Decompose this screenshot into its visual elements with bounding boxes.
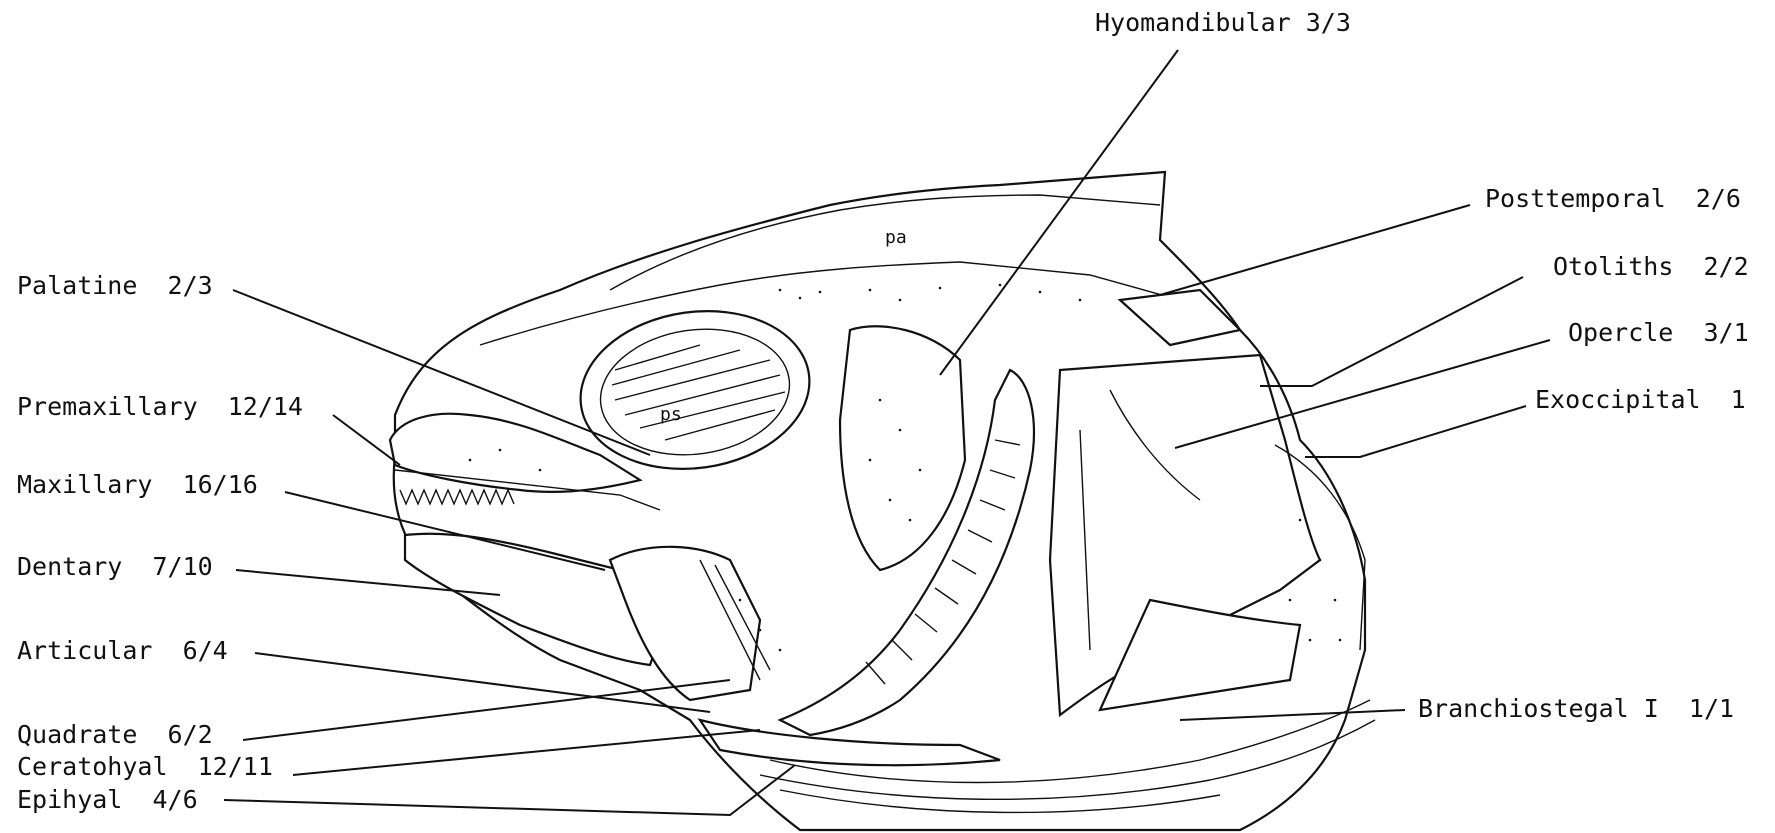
parietal-mark: pa	[885, 227, 907, 248]
parasphenoid-mark: ps	[660, 404, 682, 425]
label-ceratohyal: Ceratohyal 12/11	[17, 752, 273, 782]
leader-quadrate	[243, 680, 730, 740]
leader-exoccipital	[1305, 406, 1526, 457]
label-epihyal: Epihyal 4/6	[17, 785, 198, 815]
label-palatine: Palatine 2/3	[17, 271, 213, 301]
leader-otoliths	[1260, 277, 1523, 386]
label-branchiostegal: Branchiostegal I 1/1	[1418, 694, 1734, 724]
label-articular: Articular 6/4	[17, 636, 228, 666]
label-exoccipital: Exoccipital 1	[1535, 385, 1746, 415]
label-premaxillary: Premaxillary 12/14	[17, 392, 303, 422]
leader-posttemporal	[1160, 205, 1470, 295]
leader-ceratohyal	[293, 730, 760, 775]
label-otoliths: Otoliths 2/2	[1553, 252, 1749, 282]
label-posttemporal: Posttemporal 2/6	[1485, 184, 1741, 214]
label-quadrate: Quadrate 6/2	[17, 720, 213, 750]
label-hyomandibular: Hyomandibular 3/3	[1095, 8, 1351, 38]
label-dentary: Dentary 7/10	[17, 552, 213, 582]
skull-illustration: pa ps	[390, 172, 1375, 830]
label-opercle: Opercle 3/1	[1568, 318, 1749, 348]
label-maxillary: Maxillary 16/16	[17, 470, 258, 500]
